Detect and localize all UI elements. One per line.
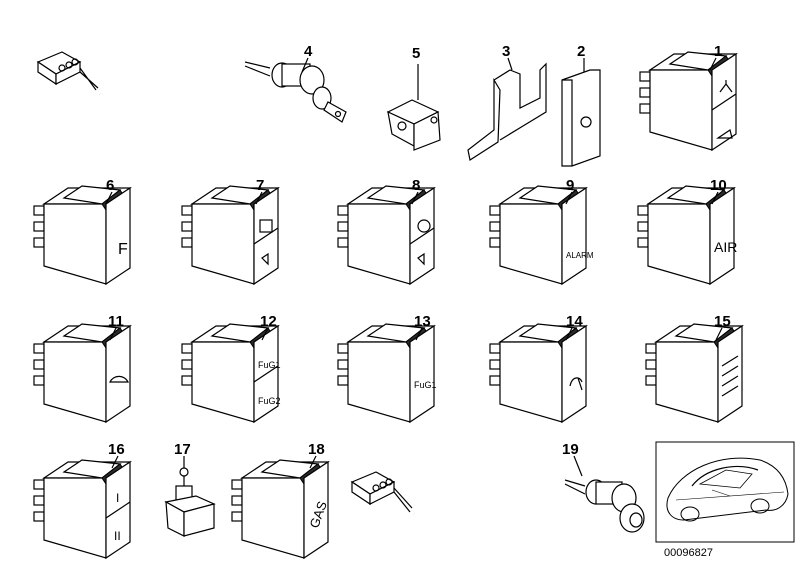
callout-14: 14 — [566, 313, 583, 330]
callout-2: 2 — [577, 43, 585, 60]
part-14-switch — [489, 323, 587, 423]
callout-19: 19 — [562, 441, 579, 458]
callout-13: 13 — [414, 313, 431, 330]
leader-7 — [255, 191, 263, 205]
leader-6 — [105, 191, 113, 205]
callout-1: 1 — [714, 43, 722, 60]
panel-label-fug2: FuG2 — [258, 396, 281, 406]
part-7-switch — [181, 185, 279, 285]
part-3-clip — [467, 62, 547, 161]
callout-10: 10 — [710, 177, 727, 194]
part-5-bracket — [386, 99, 441, 151]
part-8-switch — [337, 185, 435, 285]
callout-12: 12 — [260, 313, 277, 330]
callout-5: 5 — [412, 45, 420, 62]
callout-16: 16 — [108, 441, 125, 458]
callout-15: 15 — [714, 313, 731, 330]
panel-label-fug1-b: FuG1 — [414, 380, 437, 390]
part-19-wiring-lock — [350, 461, 645, 533]
part-4-wiring-lock — [36, 44, 347, 123]
leader-16 — [111, 455, 119, 469]
part-13-switch-fug1: FuG1 — [337, 323, 437, 423]
callout-9: 9 — [566, 177, 574, 194]
leader-13 — [415, 327, 423, 341]
leader-12 — [261, 327, 269, 341]
leader-8 — [411, 191, 419, 205]
leader-4 — [301, 57, 309, 73]
car-location-thumbnail — [655, 441, 795, 543]
panel-label-air: AIR — [714, 239, 737, 255]
part-17-sensor — [164, 467, 216, 537]
panel-label-ii: II — [114, 529, 121, 543]
part-16-switch-i-ii: I II — [33, 459, 131, 559]
panel-label-i: I — [116, 491, 119, 505]
leader-9 — [565, 191, 573, 205]
callout-7: 7 — [256, 177, 264, 194]
leader-3 — [507, 57, 513, 71]
callout-18: 18 — [308, 441, 325, 458]
leader-1 — [709, 57, 717, 71]
part-1-switch — [639, 51, 737, 151]
callout-6: 6 — [106, 177, 114, 194]
part-2-cover — [561, 69, 601, 167]
part-9-switch-alarm: ALARM — [489, 185, 594, 285]
leader-19 — [573, 455, 583, 477]
part-11-switch — [33, 323, 131, 423]
panel-label-alarm: ALARM — [566, 251, 594, 260]
callout-17: 17 — [174, 441, 191, 458]
leader-10 — [711, 191, 719, 205]
panel-label-f: F — [118, 241, 128, 258]
leader-18 — [309, 455, 317, 469]
part-10-switch-air: AIR — [637, 185, 737, 285]
callout-3: 3 — [502, 43, 510, 60]
callout-11: 11 — [108, 313, 124, 330]
leader-14 — [565, 327, 573, 341]
part-18-switch-gas: GAS — [231, 459, 330, 559]
leader-11 — [109, 327, 117, 341]
part-6-switch-f: F — [33, 185, 131, 285]
part-12-switch-fug: FuG1 FuG2 — [181, 323, 281, 423]
part-number: 00096827 — [664, 547, 713, 559]
callout-8: 8 — [412, 177, 420, 194]
panel-label-fug1: FuG1 — [258, 360, 281, 370]
part-15-switch-vent — [645, 323, 743, 423]
callout-4: 4 — [304, 43, 313, 60]
leader-15 — [715, 327, 723, 341]
